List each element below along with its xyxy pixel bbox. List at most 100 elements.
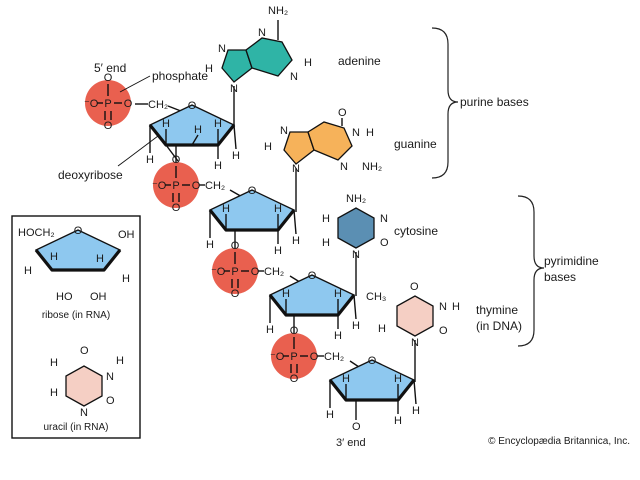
hydrogen: H [146, 154, 154, 166]
hydrogen: H [116, 355, 124, 367]
phosphate-oxygen: O [231, 288, 240, 300]
phosphate-oxygen: O [251, 266, 260, 278]
hydrogen: H [50, 251, 58, 263]
phosphate-oxygen: O [172, 154, 181, 166]
ch2-label: CH₂ [324, 351, 344, 363]
copyright-credit: © Encyclopædia Britannica, Inc. [488, 436, 630, 447]
phosphate-oxygen: O [192, 180, 201, 192]
hydrogen: H [274, 245, 282, 257]
ring-oxygen: O [308, 270, 317, 282]
rna-inset-box: O HOCH₂ OH H H H H HO OH ribose (in RNA)… [11, 215, 141, 439]
phosphate-oxygen: O [172, 202, 181, 214]
thymine-label: thymine [476, 303, 518, 317]
purine-brace [431, 27, 459, 179]
phosphate-oxygen: O [104, 120, 113, 132]
deoxyribose-label: deoxyribose [58, 168, 123, 182]
hydrogen: H [304, 57, 312, 69]
guanine-base: N N N N O H NH₂ H [264, 107, 382, 175]
ring-oxygen: O [74, 225, 83, 237]
nitrogen: N [340, 161, 348, 173]
nitrogen: N [290, 71, 298, 83]
nitrogen: N [280, 125, 288, 137]
ribose-ring: O [34, 225, 122, 272]
hydrogen: H [96, 253, 104, 265]
carbonyl-oxygen: O [106, 395, 115, 407]
phosphate-label: phosphate [152, 69, 208, 83]
hydrogen: H [352, 320, 360, 332]
amino-group: NH₂ [346, 193, 366, 205]
guanine-six-ring [307, 121, 353, 161]
thymine-ring [396, 295, 434, 337]
ch2-label: CH₂ [205, 180, 225, 192]
phosphate-oxygen: O [124, 98, 133, 110]
nitrogen: N [439, 301, 447, 313]
adenine-five-ring [221, 49, 253, 83]
hydrogen: H [292, 235, 300, 247]
phosphate-oxygen-minus: ⁻O [270, 351, 285, 363]
pyrimidine-brace [517, 195, 545, 347]
adenine-six-ring [245, 37, 293, 77]
hydrogen: H [222, 203, 230, 215]
phosphorus: P [231, 266, 238, 278]
hydrogen: H [412, 405, 420, 417]
hydrogen: H [214, 118, 222, 130]
phosphate-oxygen-minus: ⁻O [84, 98, 99, 110]
cytosine-ring [337, 207, 375, 249]
hydrogen: H [366, 127, 374, 139]
nitrogen: N [411, 337, 419, 349]
in-dna-label: (in DNA) [476, 319, 522, 333]
ch2-label: CH₂ [264, 266, 284, 278]
hoch2-label: HOCH₂ [18, 227, 55, 239]
phosphate-group-3: O ⁻O P O O [211, 240, 260, 300]
carbonyl-oxygen: O [80, 345, 89, 357]
guanine-label: guanine [394, 137, 437, 151]
hydrogen: H [326, 409, 334, 421]
five-prime-end-label: 5′ end [94, 61, 126, 75]
phosphate-group-1: O ⁻O P O O [84, 72, 133, 132]
hydrogen: H [274, 203, 282, 215]
adenine-label: adenine [338, 54, 381, 68]
phosphorus: P [290, 351, 297, 363]
hydrogen: H [452, 301, 460, 313]
hydrogen: H [322, 213, 330, 225]
ch2-label: CH₂ [148, 99, 168, 111]
phosphate-oxygen: O [290, 325, 299, 337]
hydrogen: H [24, 265, 32, 277]
hydrogen: H [334, 330, 342, 342]
nitrogen: N [292, 163, 300, 175]
deoxyribose-ring-2: O H H H H H [206, 185, 300, 257]
phosphate-circle [271, 333, 317, 379]
ring-oxygen: O [188, 100, 197, 112]
deoxyribose-ring-3: O H H H H H [266, 270, 360, 342]
hydrogen: H [206, 239, 214, 251]
carbonyl-oxygen: O [380, 237, 389, 249]
hydrogen: H [205, 63, 213, 75]
hydrogen: H [50, 357, 58, 369]
nitrogen: N [258, 27, 266, 39]
phosphate-oxygen: O [310, 351, 319, 363]
three-prime-end-label: 3′ end [336, 437, 366, 449]
hydrogen: H [214, 160, 222, 172]
ring-oxygen: O [248, 185, 257, 197]
uracil-caption: uracil (in RNA) [43, 422, 108, 433]
adenine-base: N N N N NH₂ H H [205, 5, 312, 95]
nitrogen: N [352, 249, 360, 261]
hydroxyl-label: OH [118, 229, 135, 241]
phosphate-group-2: O ⁻O P O O [152, 154, 201, 214]
methyl-group: CH₃ [366, 291, 386, 303]
hydrogen: H [122, 273, 130, 285]
ring-oxygen: O [368, 355, 377, 367]
bases-label: bases [544, 270, 576, 284]
hydrogen: H [50, 387, 58, 399]
amino-group: NH₂ [362, 161, 382, 173]
phosphorus: P [172, 180, 179, 192]
uracil-ring [65, 365, 103, 407]
phosphate-group-4: O ⁻O P O O [270, 325, 319, 385]
nitrogen: N [106, 371, 114, 383]
carbonyl-oxygen: O [410, 281, 419, 293]
thymine-base: N N H O O CH₃ H [366, 281, 460, 349]
nitrogen: N [352, 127, 360, 139]
phosphate-oxygen-minus: ⁻O [152, 180, 167, 192]
guanine-five-ring [283, 131, 315, 165]
